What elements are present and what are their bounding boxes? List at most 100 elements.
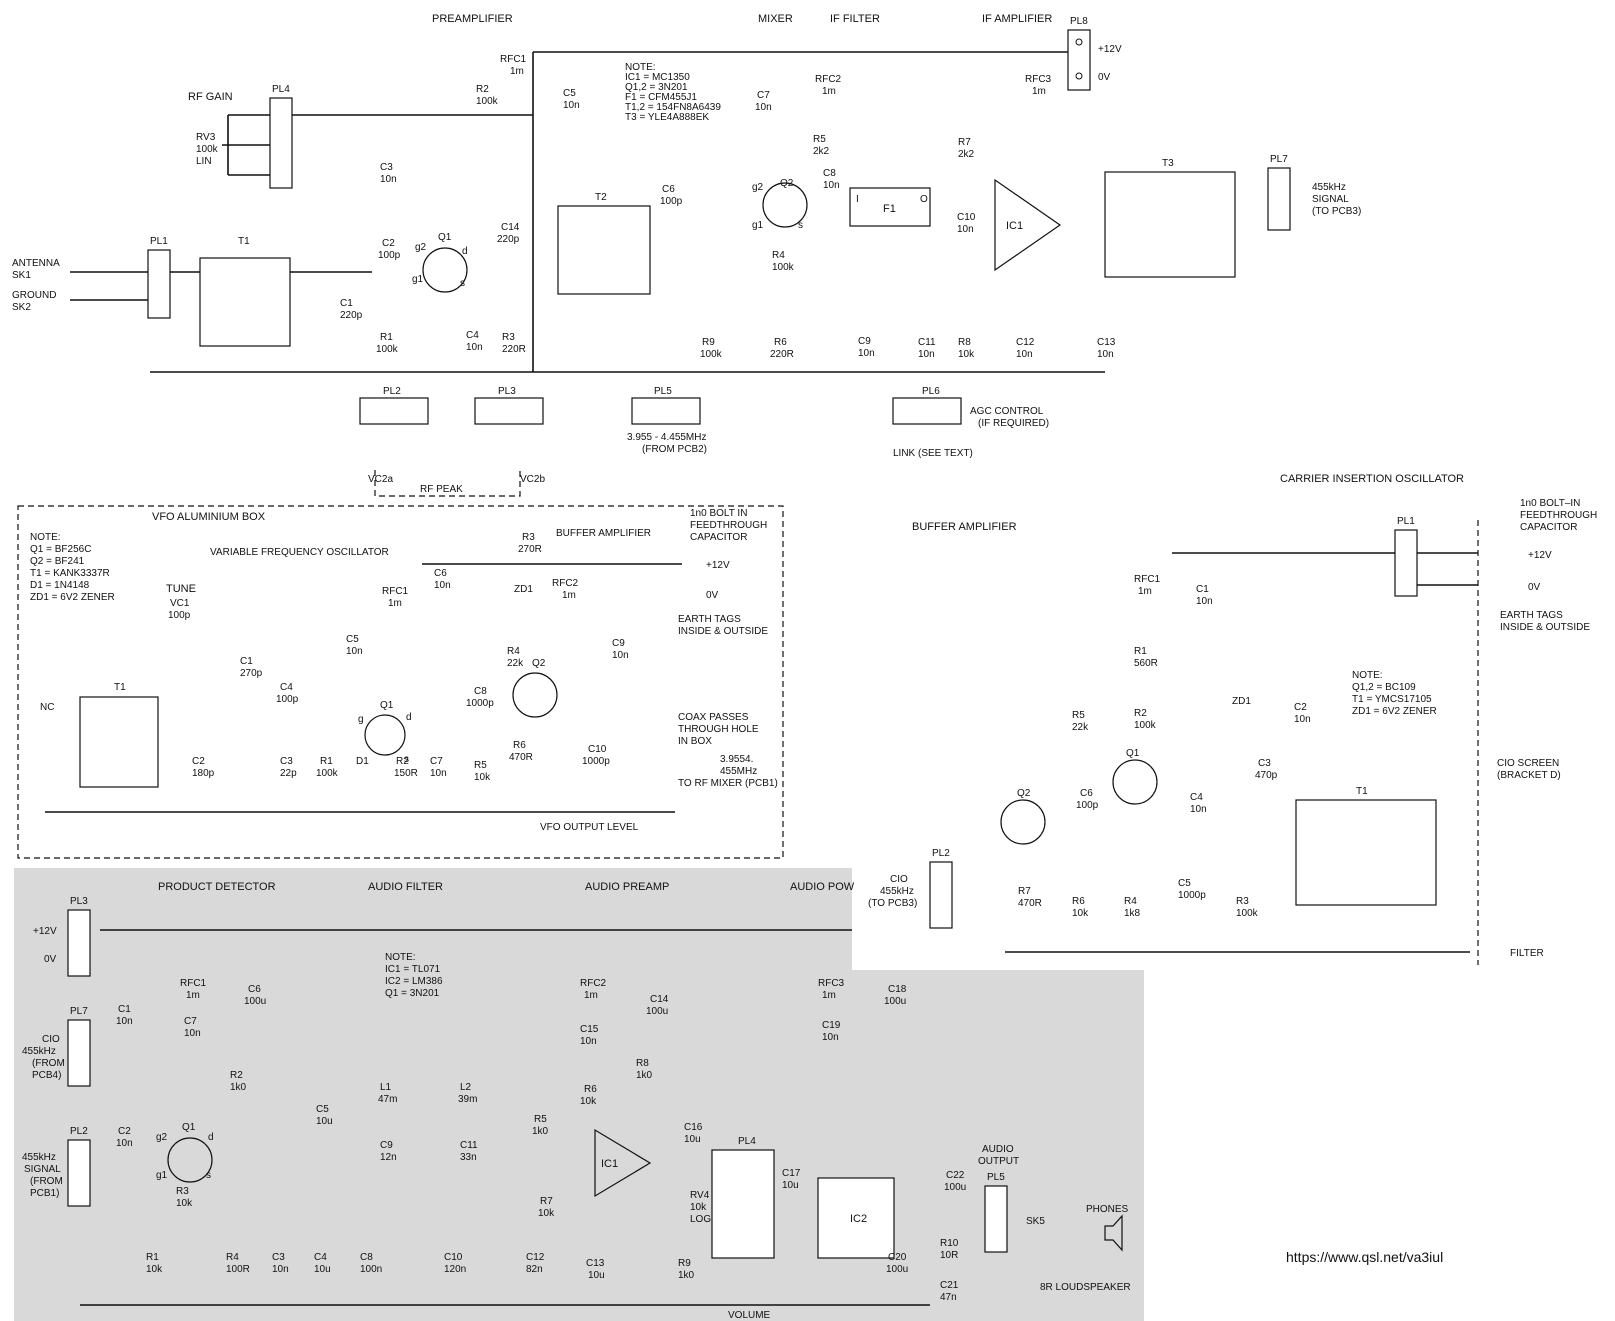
svg-text:RFC2: RFC2 [580, 978, 607, 989]
audio-pl7-connector[interactable]: PL7 CIO 455kHz (FROM PCB4) [22, 1006, 91, 1087]
pl8-connector[interactable]: PL8 +12V 0V [1067, 16, 1122, 91]
audio-schematic: PRODUCT DETECTOR AUDIO FILTER AUDIO PREA… [14, 868, 1144, 1321]
svg-text:NOTE:: NOTE: [385, 952, 416, 963]
audio-pl5-output[interactable]: PL5 AUDIO OUTPUT [978, 1144, 1019, 1253]
svg-text:270p: 270p [240, 668, 263, 679]
svg-text:100k: 100k [1134, 720, 1157, 731]
source-url[interactable]: https://www.qsl.net/va3iul [1286, 1249, 1443, 1265]
vfo-note: NOTE: Q1 = BF256C Q2 = BF241 T1 = KANK33… [30, 532, 115, 603]
audio-q1: Q1 g2 g1 d s [156, 1122, 214, 1183]
svg-text:FILTER: FILTER [1510, 948, 1544, 959]
preamp-mixer-if-schematic: PREAMPLIFIER MIXER IF FILTER IF AMPLIFIE… [12, 13, 1361, 497]
svg-text:C16: C16 [684, 1122, 703, 1133]
svg-text:C4: C4 [314, 1252, 327, 1263]
pl1-connector[interactable]: PL1 [147, 236, 171, 319]
audio-l1-inductor: L1 47m [378, 1082, 397, 1105]
svg-text:Q1: Q1 [182, 1122, 196, 1133]
svg-text:C1: C1 [240, 656, 253, 667]
svg-text:10n: 10n [184, 1028, 201, 1039]
svg-text:455kHz: 455kHz [22, 1152, 56, 1163]
svg-text:10n: 10n [430, 768, 447, 779]
svg-text:LINK (SEE TEXT): LINK (SEE TEXT) [893, 448, 973, 459]
svg-text:R9: R9 [702, 337, 715, 348]
audio-ic1-opamp: IC1 [594, 1128, 652, 1198]
svg-text:g1: g1 [156, 1170, 168, 1181]
svg-text:10n: 10n [1190, 804, 1207, 815]
svg-text:1n0 BOLT–IN: 1n0 BOLT–IN [1520, 498, 1580, 509]
svg-text:OUTPUT: OUTPUT [978, 1156, 1019, 1167]
svg-text:SIGNAL: SIGNAL [1312, 194, 1349, 205]
svg-text:10u: 10u [684, 1134, 701, 1145]
audio-pl3-connector[interactable]: PL3 +12V 0V [33, 896, 91, 977]
svg-text:L1: L1 [380, 1082, 392, 1093]
svg-text:1k0: 1k0 [230, 1082, 247, 1093]
svg-text:IC2: IC2 [850, 1213, 867, 1225]
svg-text:SK5: SK5 [1026, 1216, 1045, 1227]
svg-text:Q1,2 = BC109: Q1,2 = BC109 [1352, 682, 1416, 693]
svg-text:RV3: RV3 [196, 132, 216, 143]
svg-text:NC: NC [40, 702, 54, 713]
ic1-if-amplifier: IC1 [994, 178, 1062, 272]
q2-mosfet: Q2 g2 g1 s [752, 178, 808, 231]
svg-text:RFC1: RFC1 [1134, 574, 1161, 585]
audio-l2-inductor: L2 39m [458, 1082, 477, 1105]
svg-text:O: O [920, 194, 928, 205]
svg-text:2k2: 2k2 [813, 146, 830, 157]
svg-text:CIO SCREEN: CIO SCREEN [1497, 758, 1559, 769]
svg-text:100u: 100u [646, 1006, 668, 1017]
svg-text:C9: C9 [380, 1140, 393, 1151]
svg-text:Q2 = BF241: Q2 = BF241 [30, 556, 85, 567]
svg-text:C2: C2 [382, 238, 395, 249]
svg-text:100R: 100R [226, 1264, 250, 1275]
svg-text:d: d [462, 246, 468, 257]
pl4-rf-gain[interactable]: PL4 RF GAIN RV3 100k LIN [188, 84, 533, 189]
svg-text:Q1: Q1 [1126, 748, 1140, 759]
svg-text:d: d [208, 1132, 214, 1143]
svg-text:10n: 10n [822, 1032, 839, 1043]
svg-text:455kHz: 455kHz [880, 886, 914, 897]
svg-text:PL4: PL4 [738, 1136, 756, 1147]
svg-text:10k: 10k [1072, 908, 1089, 919]
svg-text:10n: 10n [346, 646, 363, 657]
svg-text:C4: C4 [280, 682, 293, 693]
svg-text:180p: 180p [192, 768, 215, 779]
svg-text:T3: T3 [1162, 158, 1174, 169]
svg-text:PL3: PL3 [498, 386, 516, 397]
pl3-connector[interactable]: PL3 [474, 386, 544, 425]
svg-text:C10: C10 [444, 1252, 463, 1263]
svg-text:IC1 = MC1350: IC1 = MC1350 [625, 72, 690, 83]
svg-text:C13: C13 [1097, 337, 1116, 348]
pl7-connector[interactable]: PL7 455kHz SIGNAL (TO PCB3) [1267, 154, 1361, 231]
svg-text:IN BOX: IN BOX [678, 736, 712, 747]
svg-text:10k: 10k [474, 772, 491, 783]
svg-text:TO RF MIXER (PCB1): TO RF MIXER (PCB1) [678, 778, 778, 789]
svg-text:R1: R1 [146, 1252, 159, 1263]
cio-t1-transformer: T1 [1295, 786, 1437, 906]
svg-text:LIN: LIN [196, 156, 212, 167]
svg-text:100k: 100k [700, 349, 723, 360]
svg-text:C10: C10 [588, 744, 607, 755]
svg-text:1m: 1m [822, 990, 836, 1001]
audio-scan-bg-2 [852, 970, 1144, 1321]
svg-text:10k: 10k [176, 1198, 193, 1209]
svg-text:C8: C8 [360, 1252, 373, 1263]
svg-text:(TO PCB3): (TO PCB3) [1312, 206, 1361, 217]
svg-text:R8: R8 [636, 1058, 649, 1069]
audio-pl4-volume[interactable]: PL4 RV4 10k LOG [690, 1136, 775, 1259]
svg-text:10k: 10k [958, 349, 975, 360]
svg-text:T1 = YMCS17105: T1 = YMCS17105 [1352, 694, 1432, 705]
cio-pl1-connector[interactable]: PL1 [1394, 516, 1418, 597]
audio-pl2-connector[interactable]: PL2 455kHz SIGNAL (FROM PCB1) [22, 1126, 91, 1207]
pl5-connector[interactable]: PL5 3.955 - 4.455MHz (FROM PCB2) [627, 386, 707, 455]
cio-pl2-connector[interactable]: PL2 CIO 455kHz (TO PCB3) [868, 848, 953, 929]
svg-text:1k8: 1k8 [1124, 908, 1141, 919]
svg-text:Q1 = BF256C: Q1 = BF256C [30, 544, 91, 555]
vfo-q1: Q1 g d s [358, 700, 412, 765]
pl2-connector[interactable]: PL2 [359, 386, 429, 425]
svg-text:1m: 1m [1032, 86, 1046, 97]
svg-text:C8: C8 [474, 686, 487, 697]
svg-text:INSIDE & OUTSIDE: INSIDE & OUTSIDE [1500, 622, 1590, 633]
pl6-connector[interactable]: PL6 AGC CONTROL (IF REQUIRED) LINK (SEE … [892, 386, 1049, 459]
svg-text:PL7: PL7 [1270, 154, 1288, 165]
t3-transformer: T3 [1104, 158, 1236, 278]
